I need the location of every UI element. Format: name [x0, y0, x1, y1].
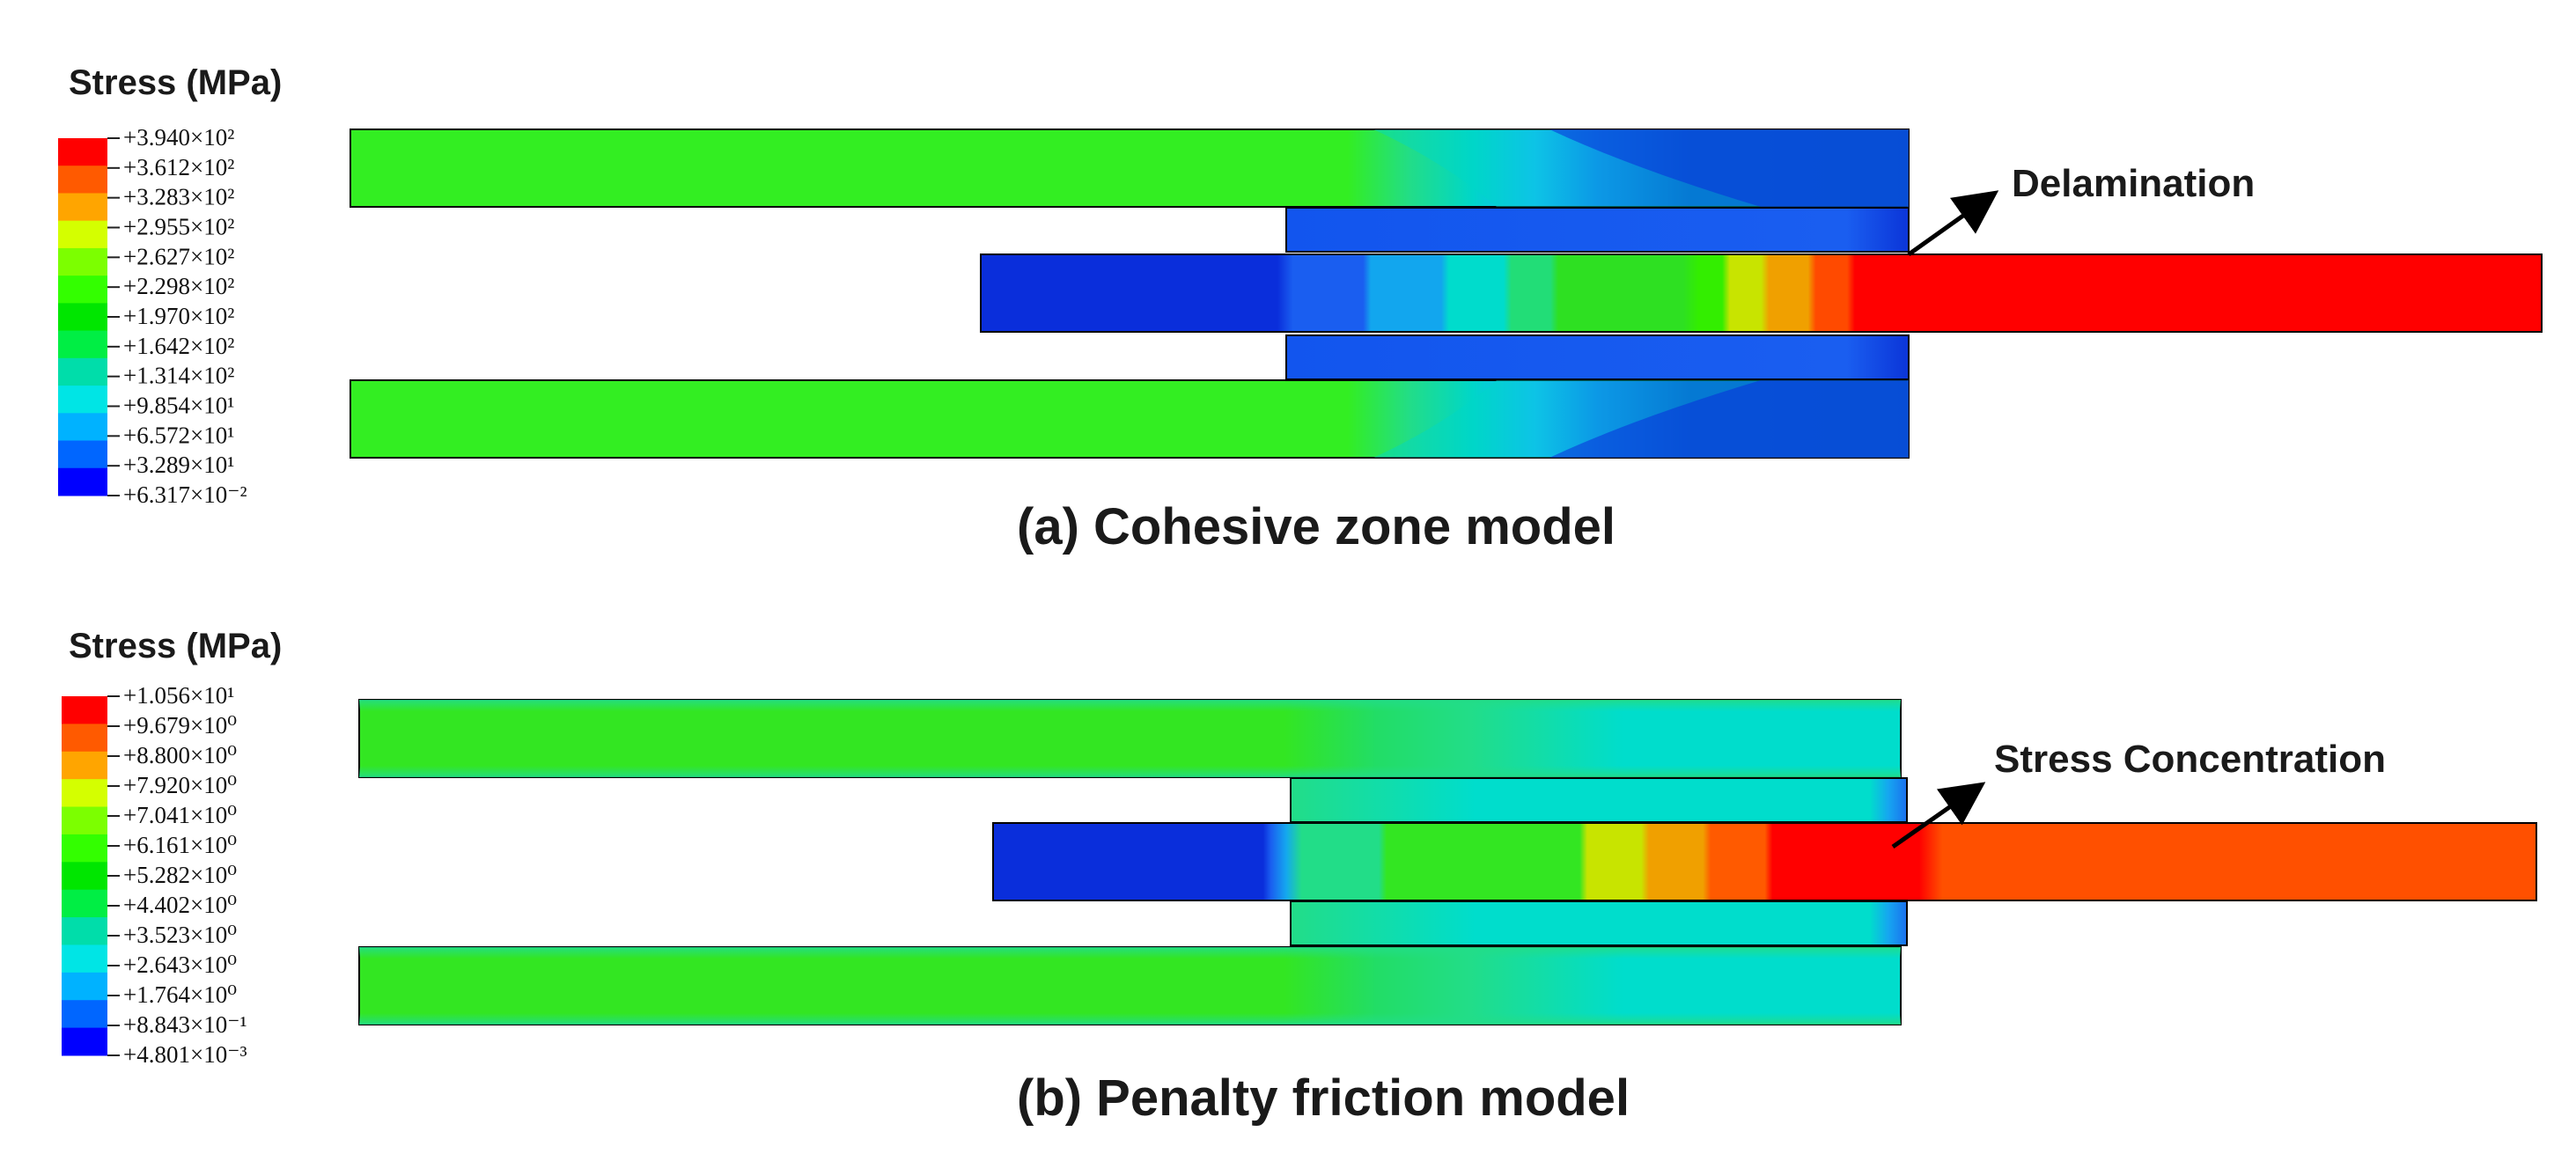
legend-swatch — [58, 386, 107, 414]
legend-swatch — [58, 220, 107, 249]
legend-tick-label: +2.298×10² — [123, 273, 234, 299]
legend-swatch — [58, 467, 107, 496]
stress-concentration-label: Stress Concentration — [1994, 738, 2386, 781]
legend-swatch — [62, 696, 107, 724]
legend-swatch — [62, 724, 107, 753]
legend-swatch — [62, 889, 107, 918]
legend-swatch — [62, 1000, 107, 1029]
legend-swatch — [58, 440, 107, 469]
legend-swatch — [62, 806, 107, 835]
legend-tick-label: +1.314×10² — [123, 363, 234, 389]
color-legend-b: +1.056×10¹ +9.679×10⁰ +8.800×10⁰ +7.920×10⁰… — [62, 682, 247, 1068]
legend-swatch — [62, 1027, 107, 1056]
legend-title-a: Stress (MPa) — [69, 63, 282, 102]
legend-tick-label: +9.854×10¹ — [123, 393, 234, 419]
bottom-plate-b-edge — [359, 947, 1901, 1025]
legend-tick-label: +7.920×10⁰ — [123, 772, 237, 798]
legend-swatch — [58, 165, 107, 194]
legend-swatch — [58, 138, 107, 166]
legend-swatch — [58, 276, 107, 304]
legend-swatch — [58, 330, 107, 359]
legend-swatch — [62, 862, 107, 891]
legend-tick-label: +6.317×10⁻² — [123, 481, 247, 508]
delamination-label: Delamination — [2012, 162, 2255, 205]
legend-tick-label: +3.612×10² — [123, 154, 234, 180]
legend-tick-label: +2.955×10² — [123, 214, 234, 240]
legend-tick-label: +6.572×10¹ — [123, 422, 234, 448]
panel-a: Stress (MPa) +3.940×10² +3.612×10² +3.283×… — [58, 63, 2543, 555]
upper-insert-a — [1285, 207, 1910, 253]
legend-tick-label: +8.843×10⁻¹ — [123, 1011, 247, 1038]
legend-swatch — [58, 357, 107, 386]
panel-b: Stress (MPa) +1.056×10¹ +9.679×10⁰ +8.800×… — [62, 627, 2537, 1127]
legend-swatch — [62, 944, 107, 974]
legend-tick-label: +9.679×10⁰ — [123, 712, 237, 738]
color-legend-a: +3.940×10² +3.612×10² +3.283×10² +2.955×10²… — [58, 124, 247, 508]
legend-tick-label: +2.627×10² — [123, 243, 234, 269]
legend-swatch — [62, 917, 107, 945]
legend-tick-label: +6.161×10⁰ — [123, 832, 237, 858]
lower-insert-b — [1290, 900, 1908, 946]
delamination-arrow — [1907, 190, 1999, 257]
legend-tick-label: +3.283×10² — [123, 184, 234, 210]
legend-tick-label: +3.289×10¹ — [123, 452, 234, 478]
legend-tick-label: +8.800×10⁰ — [123, 742, 237, 768]
top-plate-a-contour-blue — [1549, 129, 1909, 207]
legend-swatch — [62, 779, 107, 808]
legend-tick-label: +1.642×10² — [123, 333, 234, 359]
legend-title-b: Stress (MPa) — [69, 627, 282, 665]
caption-a: (a) Cohesive zone model — [1017, 498, 1616, 555]
upper-insert-b — [1290, 777, 1908, 823]
legend-tick-label: +4.801×10⁻³ — [123, 1041, 247, 1068]
caption-b: (b) Penalty friction model — [1017, 1069, 1630, 1127]
rod-b — [992, 822, 2537, 901]
legend-swatch — [62, 834, 107, 863]
legend-tick-label: +2.643×10⁰ — [123, 952, 237, 978]
bottom-plate-a-contour-blue — [1549, 380, 1909, 458]
legend-swatch — [58, 413, 107, 442]
legend-tick-label: +3.523×10⁰ — [123, 922, 237, 948]
legend-tick-label: +7.041×10⁰ — [123, 802, 237, 828]
legend-tick-label: +5.282×10⁰ — [123, 862, 237, 888]
legend-tick-label: +4.402×10⁰ — [123, 892, 237, 918]
lower-insert-a — [1285, 334, 1910, 380]
legend-swatch — [62, 751, 107, 780]
rod-a — [980, 254, 2543, 333]
legend-tick-label: +1.764×10⁰ — [123, 981, 237, 1008]
legend-swatch — [58, 193, 107, 222]
legend-swatch — [58, 247, 107, 276]
top-plate-b-edge — [359, 700, 1901, 777]
legend-tick-label: +3.940×10² — [123, 124, 234, 151]
stress-concentration-arrow — [1891, 782, 1986, 849]
legend-swatch — [62, 972, 107, 1001]
legend-swatch — [58, 303, 107, 332]
legend-tick-label: +1.970×10² — [123, 303, 234, 329]
legend-tick-label: +1.056×10¹ — [123, 682, 234, 709]
